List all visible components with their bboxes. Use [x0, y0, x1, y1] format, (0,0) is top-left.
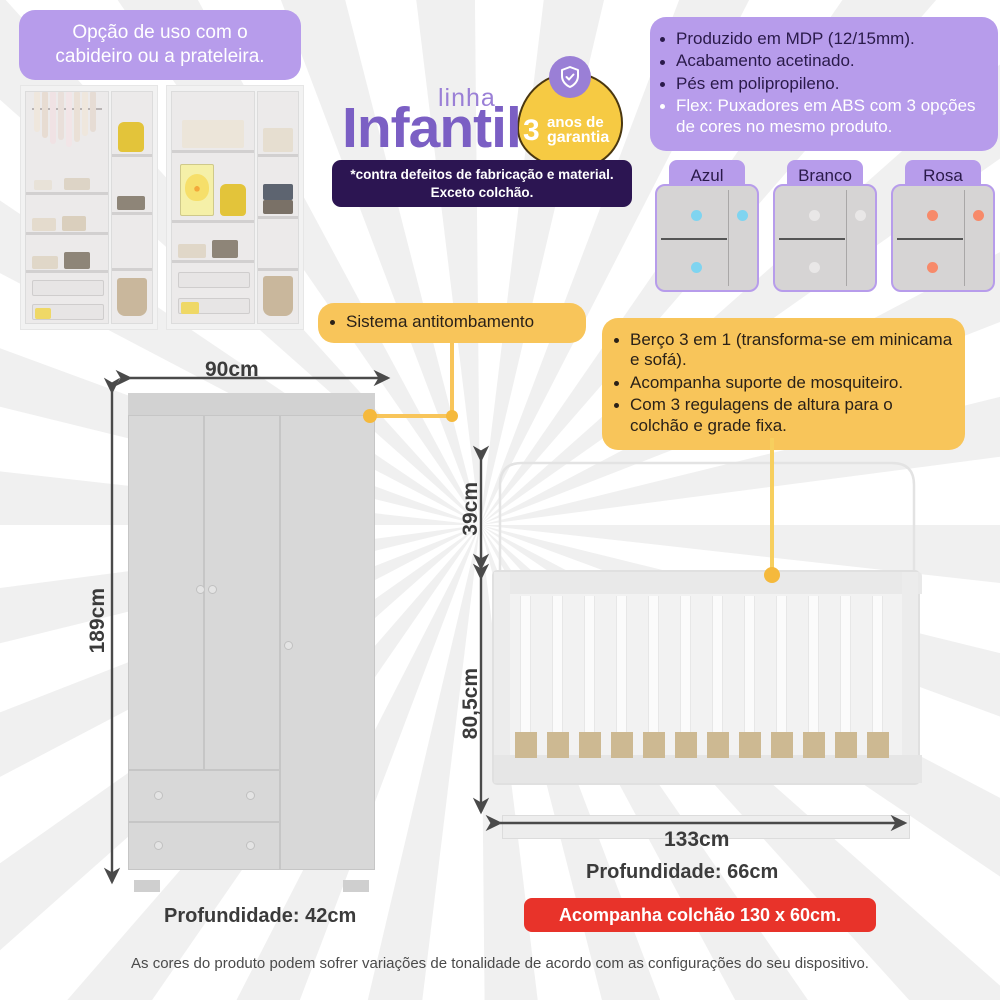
- crib-top-height-label: 39cm: [459, 482, 482, 536]
- usage-option-line2: cabideiro ou a prateleira.: [55, 46, 265, 67]
- wardrobe-product-image: [128, 393, 375, 892]
- material-features-box: Produzido em MDP (12/15mm).Acabamento ac…: [650, 17, 998, 151]
- crib-depth-label: Profundidade: 66cm: [586, 861, 779, 883]
- warranty-disclaimer-line2: Exceto colchão.: [430, 184, 534, 200]
- material-feature-item: Produzido em MDP (12/15mm).: [656, 29, 988, 49]
- material-feature-item: Flex: Puxadores em ABS com 3 opções de c…: [656, 96, 988, 137]
- color-option-cabinet-preview: [891, 184, 995, 292]
- mattress-included-badge: Acompanha colchão 130 x 60cm.: [524, 898, 876, 932]
- crib-feature-item: Acompanha suporte de mosquiteiro.: [610, 373, 955, 393]
- color-option-branco[interactable]: Branco: [773, 160, 877, 300]
- antitipping-text: Sistema antitombamento: [326, 312, 534, 332]
- wardrobe-interior-photos: [18, 85, 304, 330]
- crib-width-label: 133cm: [664, 828, 730, 851]
- connector-joint: [446, 410, 458, 422]
- crib-feature-item: Com 3 regulagens de altura para o colchã…: [610, 395, 955, 436]
- shield-check-icon: [549, 56, 591, 98]
- material-feature-item: Pés em polipropileno.: [656, 74, 988, 94]
- crib-feature-item: Berço 3 em 1 (transforma-se em minicama …: [610, 330, 955, 371]
- wardrobe-depth-label: Profundidade: 42cm: [164, 905, 357, 927]
- material-features-list: Produzido em MDP (12/15mm).Acabamento ac…: [656, 29, 988, 137]
- warranty-years-number: 3: [523, 114, 540, 147]
- crib-body-height-label: 80,5cm: [459, 668, 482, 740]
- antitipping-callout: Sistema antitombamento: [318, 303, 586, 343]
- warranty-badge: 3 anos de garantia: [517, 56, 623, 170]
- wardrobe-width-label: 90cm: [205, 358, 259, 381]
- mosquito-net-support-arc: [498, 461, 916, 573]
- wardrobe-height-label: 189cm: [86, 588, 109, 654]
- color-option-cabinet-preview: [655, 184, 759, 292]
- warranty-line2: garantia: [547, 129, 610, 146]
- brand-logo-block: linha 3 anos de garantia Infantil *contr…: [330, 56, 640, 210]
- warranty-disclaimer: *contra defeitos de fabricação e materia…: [332, 160, 632, 208]
- wardrobe-diagram: [60, 358, 420, 938]
- color-option-rosa[interactable]: Rosa: [891, 160, 995, 300]
- usage-option-banner: Opção de uso com o cabideiro ou a pratel…: [19, 10, 301, 80]
- crib-features-callout: Berço 3 em 1 (transforma-se em minicama …: [602, 318, 965, 450]
- material-feature-item: Acabamento acetinado.: [656, 51, 988, 71]
- wardrobe-interior-hanging: [20, 85, 158, 330]
- crib-features-list: Berço 3 em 1 (transforma-se em minicama …: [610, 330, 955, 436]
- logo-infantil-text: Infantil: [342, 96, 522, 160]
- warranty-disclaimer-line1: *contra defeitos de fabricação e materia…: [350, 167, 614, 182]
- wardrobe-interior-shelves: [166, 85, 304, 330]
- color-option-cabinet-preview: [773, 184, 877, 292]
- crib-product-image: [492, 570, 922, 839]
- color-option-azul[interactable]: Azul: [655, 160, 759, 300]
- color-variation-disclaimer: As cores do produto podem sofrer variaçõ…: [131, 955, 869, 972]
- usage-option-line1: Opção de uso com o: [72, 22, 248, 44]
